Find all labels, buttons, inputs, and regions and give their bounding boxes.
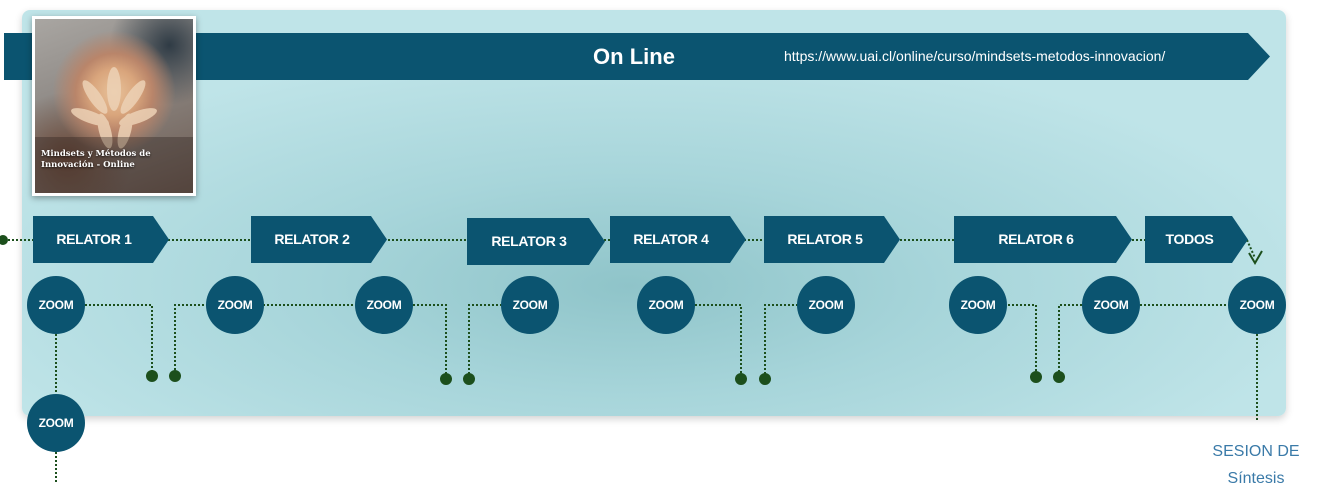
zoom-session-5: ZOOM — [501, 276, 559, 334]
hands-image — [35, 67, 193, 193]
online-banner: On Line https://www.uai.cl/online/curso/… — [4, 33, 1270, 80]
zoom-session-7: ZOOM — [797, 276, 855, 334]
connector-dot — [735, 373, 747, 385]
sesion-line2: Síntesis — [1227, 470, 1285, 487]
relator-5-tag: RELATOR 5 — [764, 216, 900, 263]
relator-3-tag: RELATOR 3 — [467, 218, 605, 265]
start-dot — [0, 235, 8, 245]
banner-url[interactable]: https://www.uai.cl/online/curso/mindsets… — [784, 48, 1166, 64]
relator-1-tag: RELATOR 1 — [33, 216, 169, 263]
connector-dot — [440, 373, 452, 385]
zoom-session-6: ZOOM — [637, 276, 695, 334]
arrow-down-icon — [1248, 250, 1263, 265]
connector-dot — [146, 370, 158, 382]
course-title-line1: Mindsets y Métodos de — [41, 149, 151, 159]
connector-dot — [169, 370, 181, 382]
connector-dot — [1053, 371, 1065, 383]
course-title-line2: Innovación - Online — [41, 160, 135, 170]
zoom-session-3: ZOOM — [206, 276, 264, 334]
relator-4-tag: RELATOR 4 — [610, 216, 746, 263]
sesion-de-sintesis-label: SESION DE Síntesis — [1196, 438, 1316, 492]
zoom-session-1: ZOOM — [27, 276, 85, 334]
zoom-session-10: ZOOM — [1228, 276, 1286, 334]
course-title: Mindsets y Métodos de Innovación - Onlin… — [41, 149, 187, 171]
relator-2-tag: RELATOR 2 — [251, 216, 387, 263]
zoom-session-4: ZOOM — [355, 276, 413, 334]
connector-dot — [463, 373, 475, 385]
todos-tag: TODOS — [1145, 216, 1248, 263]
relator-6-tag: RELATOR 6 — [954, 216, 1132, 263]
zoom-session-8: ZOOM — [949, 276, 1007, 334]
connector-dot — [759, 373, 771, 385]
zoom-session-2: ZOOM — [27, 394, 85, 452]
zoom-session-9: ZOOM — [1082, 276, 1140, 334]
banner-title: On Line — [593, 44, 675, 69]
course-photo: Mindsets y Métodos de Innovación - Onlin… — [32, 16, 196, 196]
connector-dot — [1030, 371, 1042, 383]
sesion-line1: SESION DE — [1212, 443, 1300, 460]
